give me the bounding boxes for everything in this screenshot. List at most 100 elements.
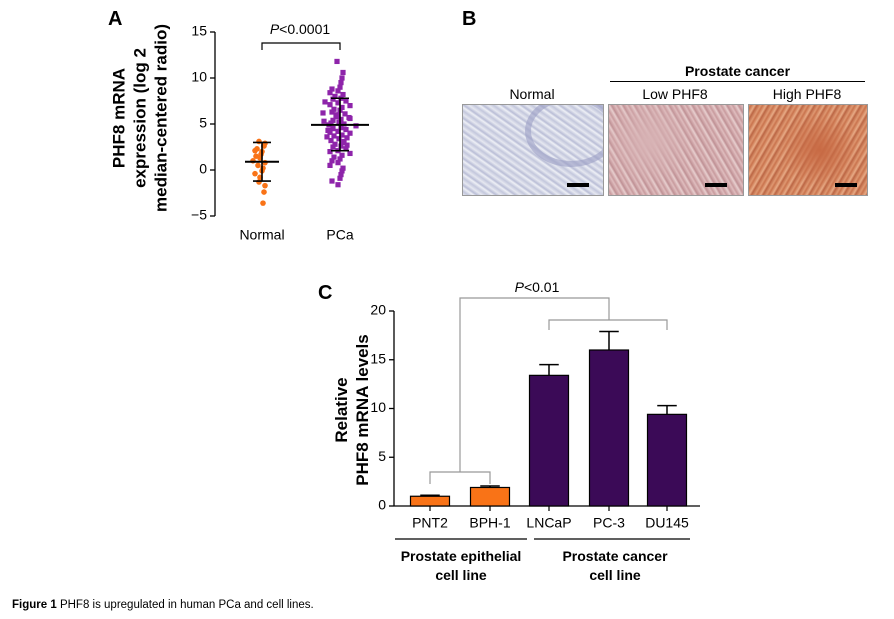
panel-a-point-normal bbox=[255, 162, 261, 169]
panel-b-label-normal: Normal bbox=[509, 86, 555, 102]
panel-a-point-pca bbox=[338, 116, 344, 122]
panel-a-point-pca bbox=[343, 126, 349, 133]
panel-a-point-normal bbox=[253, 153, 259, 159]
panel-a-ytick-label: 0 bbox=[199, 161, 207, 177]
panel-a-point-pca bbox=[339, 75, 345, 81]
panel-a-ytick-label: −5 bbox=[191, 207, 207, 223]
panel-a-point-pca bbox=[324, 134, 330, 140]
panel-a-point-pca bbox=[330, 126, 336, 132]
panel-a-xtick-label: PCa bbox=[326, 227, 353, 243]
panel-a-point-normal bbox=[252, 170, 258, 177]
panel-a-point-normal bbox=[260, 200, 266, 206]
panel-a-point-pca bbox=[327, 102, 333, 108]
panel-a-point-pca bbox=[335, 128, 341, 134]
panel-a-point-pca bbox=[329, 158, 335, 164]
panel-a-point-pca bbox=[331, 154, 337, 160]
panel-c-group2-label: Prostate cancer cell line bbox=[535, 547, 695, 585]
panel-b-letter: B bbox=[462, 8, 477, 30]
panel-c-bar-lncap bbox=[528, 374, 570, 507]
panel-a-point-pca bbox=[343, 146, 349, 152]
panel-a-point-pca bbox=[335, 160, 341, 166]
panel-a-point-pca bbox=[321, 118, 327, 124]
panel-a-point-pca bbox=[335, 88, 341, 94]
panel-a-point-pca bbox=[338, 172, 344, 178]
group2-line1: Prostate cancer bbox=[562, 548, 668, 564]
group1-line2: cell line bbox=[435, 567, 487, 583]
panel-a-point-pca bbox=[338, 80, 344, 86]
panel-a-point-normal bbox=[262, 182, 268, 189]
panel-a-point-pca bbox=[328, 137, 334, 144]
panel-a-point-pca bbox=[331, 133, 337, 139]
panel-a-point-pca bbox=[343, 98, 349, 104]
panel-c-ytick-label: 5 bbox=[378, 448, 386, 464]
panel-a-point-normal bbox=[256, 179, 262, 185]
panel-a-point-pca bbox=[344, 142, 350, 148]
panel-a-point-pca bbox=[335, 182, 341, 188]
scale-bar bbox=[705, 183, 727, 187]
panel-a-point-pca bbox=[338, 125, 344, 131]
panel-c-xtick-label: PNT2 bbox=[412, 515, 448, 531]
panel-c-bar-bph-1 bbox=[469, 486, 511, 507]
panel-a-ytick-label: 5 bbox=[199, 115, 207, 131]
panel-c-ylabel-line1: Relative bbox=[332, 377, 351, 443]
panel-a-point-pca bbox=[347, 150, 353, 157]
panel-a-point-pca bbox=[339, 152, 345, 158]
panel-b-group-label: Prostate cancer bbox=[684, 63, 791, 79]
panel-c-ytick-label: 15 bbox=[370, 350, 386, 366]
panel-c-bracket-main bbox=[459, 297, 610, 472]
panel-a-point-pca bbox=[330, 144, 336, 150]
panel-a-point-pca bbox=[344, 135, 350, 141]
panel-a-point-pca bbox=[329, 178, 335, 184]
caption-label: Figure 1 bbox=[12, 599, 57, 611]
panel-a-ytick-label: 15 bbox=[191, 23, 207, 39]
panel-b-label-high: High PHF8 bbox=[772, 86, 842, 102]
panel-c-bracket-normal bbox=[429, 471, 491, 484]
panel-c-xtick-label: PC-3 bbox=[593, 515, 625, 531]
group1-line1: Prostate epithelial bbox=[400, 548, 522, 564]
panel-a-point-pca bbox=[347, 115, 353, 122]
scale-bar bbox=[567, 183, 589, 187]
caption-text: PHF8 is upregulated in human PCa and cel… bbox=[59, 599, 314, 611]
panel-a-point-pca bbox=[329, 86, 335, 92]
panel-c-ylabel: Relative PHF8 mRNA levels bbox=[331, 334, 373, 485]
panel-b-label-low: Low PHF8 bbox=[642, 86, 708, 102]
panel-a-point-pca bbox=[329, 109, 335, 115]
panel-a-point-pca bbox=[337, 156, 343, 162]
panel-a-point-pca bbox=[347, 103, 353, 109]
panel-a-point-pca bbox=[337, 175, 343, 181]
panel-a-point-pca bbox=[336, 136, 342, 142]
panel-a-point-normal bbox=[261, 189, 267, 195]
panel-a-point-pca bbox=[325, 127, 331, 134]
panel-c-xtick-label: BPH-1 bbox=[469, 515, 510, 531]
panel-a-point-pca bbox=[331, 106, 337, 112]
panel-c-bar-du145 bbox=[646, 413, 688, 507]
panel-a-point-pca bbox=[337, 84, 343, 90]
panel-a-point-pca bbox=[327, 90, 333, 96]
panel-a-point-pca bbox=[327, 162, 333, 168]
panel-a-point-pca bbox=[335, 100, 341, 106]
panel-a-point-normal bbox=[256, 138, 262, 145]
panel-c-pvalue: P<0.01 bbox=[515, 279, 560, 295]
panel-c-ytick-label: 0 bbox=[378, 497, 386, 513]
panel-c-ytick-label: 10 bbox=[370, 399, 386, 415]
panel-a-point-pca bbox=[339, 132, 345, 138]
group2-line2: cell line bbox=[589, 567, 641, 583]
panel-a-bracket bbox=[261, 42, 341, 50]
scale-bar bbox=[835, 183, 857, 187]
tissue-image-high-phf8 bbox=[748, 104, 868, 196]
panel-a-point-pca bbox=[327, 149, 333, 155]
panel-a-point-pca bbox=[332, 93, 338, 99]
panel-c-group1-label: Prostate epithelial cell line bbox=[388, 547, 534, 585]
panel-c-xtick-label: LNCaP bbox=[526, 515, 571, 531]
panel-a-ytick-label: 10 bbox=[191, 69, 207, 85]
tissue-image-normal bbox=[462, 104, 604, 196]
panel-a-point-pca bbox=[339, 168, 345, 174]
panel-a-point-normal bbox=[252, 147, 258, 154]
panel-c-bar-pc-3 bbox=[588, 349, 630, 507]
panel-a-point-pca bbox=[336, 119, 342, 125]
panel-a-xtick-label: Normal bbox=[239, 227, 284, 243]
panel-c-letter: C bbox=[318, 282, 333, 304]
panel-a-point-pca bbox=[332, 141, 338, 147]
panel-c-xtick-label: DU145 bbox=[645, 515, 689, 531]
